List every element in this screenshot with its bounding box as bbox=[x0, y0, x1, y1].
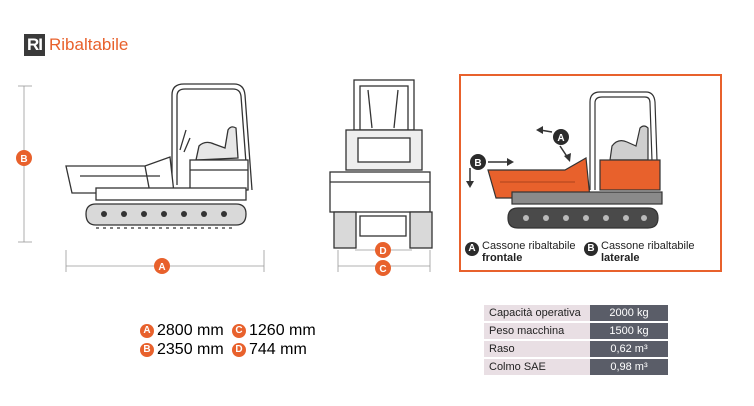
legend-badge-a: A bbox=[465, 242, 479, 256]
dimension-b-value: 2350 mm bbox=[157, 341, 224, 358]
legend-side-line2: laterale bbox=[601, 252, 640, 264]
dimension-b-badge: B bbox=[140, 343, 154, 357]
tip-marker-b: B bbox=[470, 154, 486, 170]
dimension-c: C 1260 mm bbox=[232, 322, 316, 340]
legend-side-tipping: B Cassone ribaltabile laterale bbox=[584, 240, 695, 264]
legend-front-line1: Cassone ribaltabile bbox=[482, 240, 576, 252]
tip-marker-a: A bbox=[553, 129, 569, 145]
spec-row: Raso 0,62 m³ bbox=[484, 341, 668, 357]
spec-table: Capacità operativa 2000 kg Peso macchina… bbox=[484, 303, 668, 377]
tip-marker-a-label: A bbox=[557, 133, 564, 144]
legend-front-tipping: A Cassone ribaltabile frontale bbox=[465, 240, 576, 264]
spec-label: Peso macchina bbox=[484, 323, 590, 339]
spec-value: 0,62 m³ bbox=[590, 341, 668, 357]
dimension-a-badge: A bbox=[140, 324, 154, 338]
tipping-illustration bbox=[487, 91, 663, 229]
dim-marker-c: C bbox=[375, 260, 391, 276]
page-title: Ribaltabile bbox=[49, 35, 129, 54]
spec-row: Colmo SAE 0,98 m³ bbox=[484, 359, 668, 375]
dimension-a: A 2800 mm bbox=[140, 322, 224, 340]
dim-marker-a: A bbox=[154, 258, 170, 274]
spec-label: Capacità operativa bbox=[484, 305, 590, 321]
legend-front-line2: frontale bbox=[482, 252, 523, 264]
dimension-c-value: 1260 mm bbox=[249, 322, 316, 339]
spec-label: Raso bbox=[484, 341, 590, 357]
dim-marker-a-label: A bbox=[158, 262, 165, 273]
dim-marker-d: D bbox=[375, 242, 391, 258]
dim-marker-d-label: D bbox=[379, 246, 386, 257]
model-code: RI bbox=[24, 34, 45, 56]
spec-row: Capacità operativa 2000 kg bbox=[484, 305, 668, 321]
dimension-d: D 744 mm bbox=[232, 341, 307, 359]
tip-direction-arrows bbox=[466, 126, 571, 188]
dimension-c-badge: C bbox=[232, 324, 246, 338]
spec-row: Peso macchina 1500 kg bbox=[484, 323, 668, 339]
dim-marker-b-label: B bbox=[20, 154, 27, 165]
spec-value: 2000 kg bbox=[590, 305, 668, 321]
spec-label: Colmo SAE bbox=[484, 359, 590, 375]
legend-badge-b: B bbox=[584, 242, 598, 256]
dim-marker-c-label: C bbox=[379, 264, 386, 275]
dimension-d-badge: D bbox=[232, 343, 246, 357]
dimension-a-value: 2800 mm bbox=[157, 322, 224, 339]
legend-side-line1: Cassone ribaltabile bbox=[601, 240, 695, 252]
dimension-d-value: 744 mm bbox=[249, 341, 307, 358]
spec-value: 0,98 m³ bbox=[590, 359, 668, 375]
side-view-drawing bbox=[65, 83, 253, 229]
tip-marker-b-label: B bbox=[474, 158, 481, 169]
dimension-b: B 2350 mm bbox=[140, 341, 224, 359]
page-header: RI Ribaltabile bbox=[24, 34, 128, 56]
tipping-options-panel bbox=[459, 74, 722, 272]
dim-marker-b: B bbox=[16, 150, 32, 166]
spec-value: 1500 kg bbox=[590, 323, 668, 339]
front-view-drawing bbox=[329, 79, 433, 249]
